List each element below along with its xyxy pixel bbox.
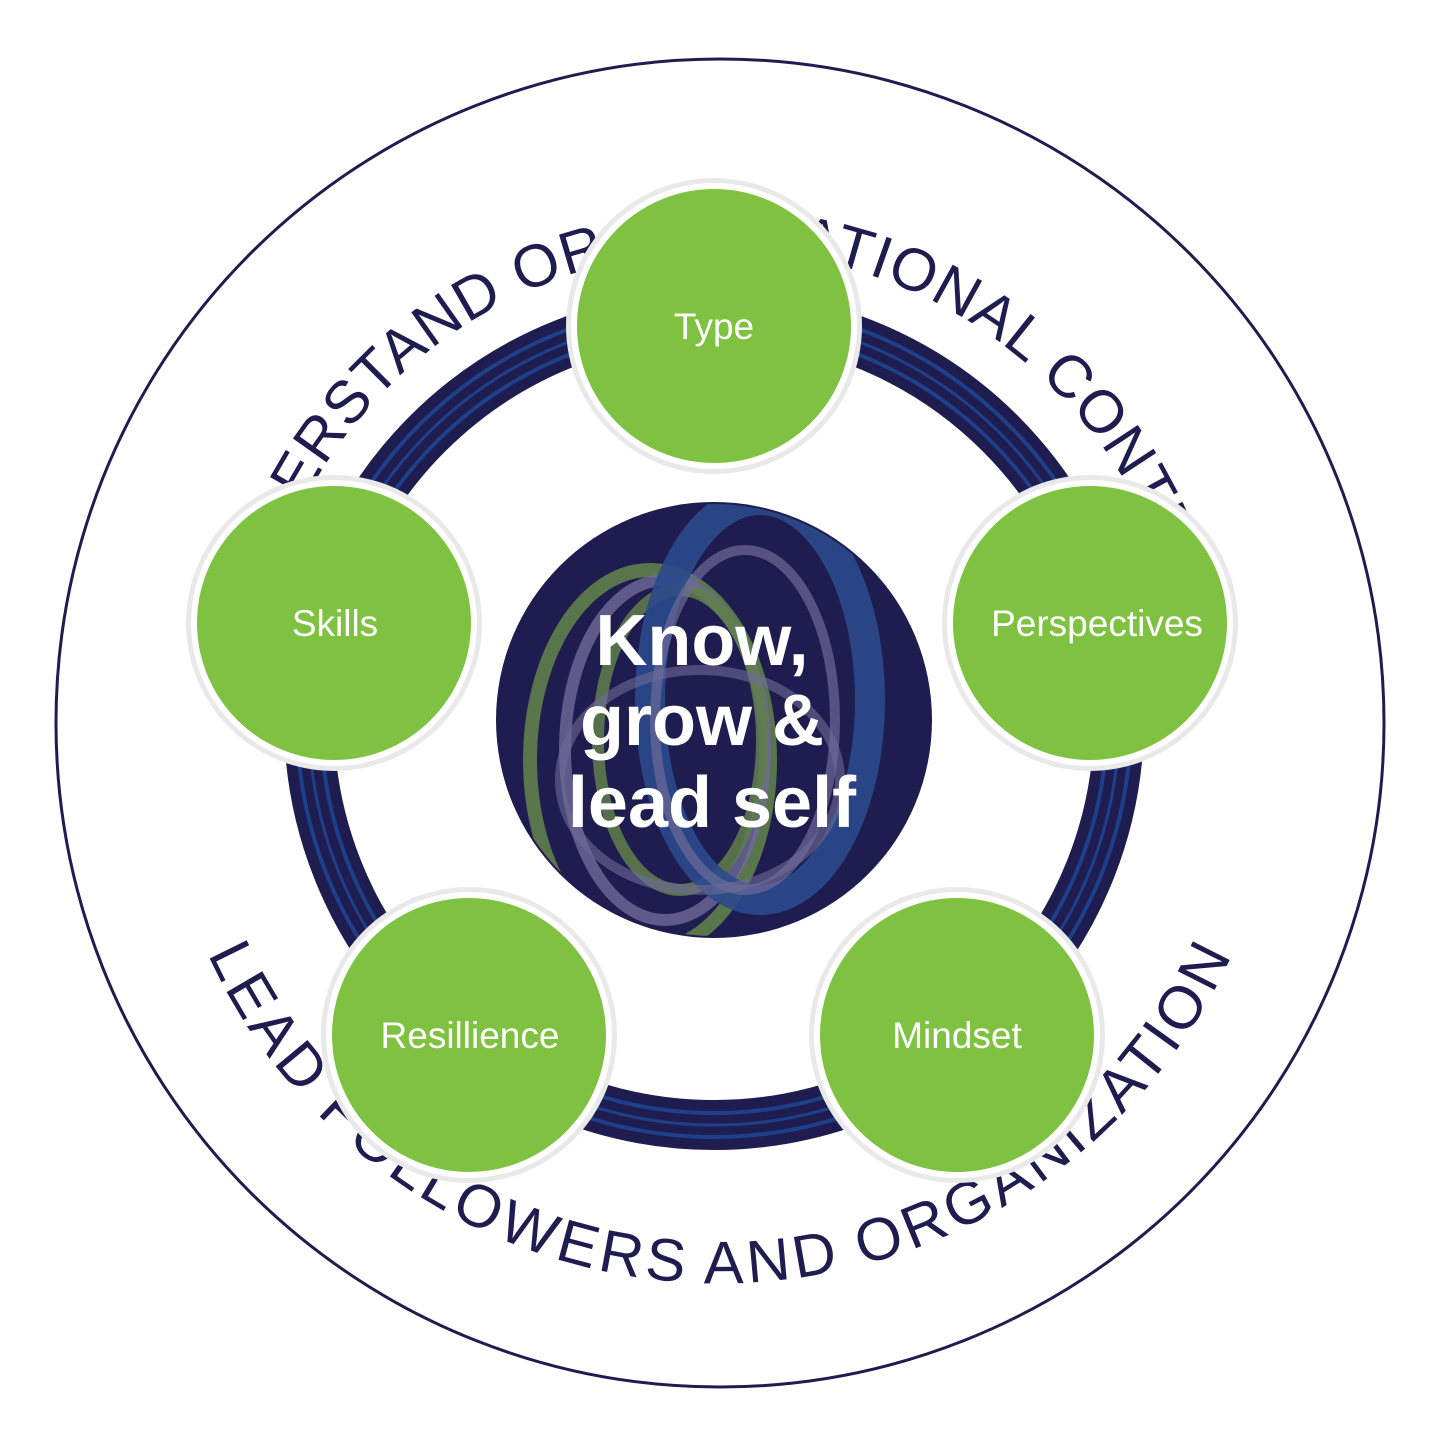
- node-resillience: Resillience: [321, 887, 617, 1183]
- node-mindset: Mindset: [809, 887, 1105, 1183]
- node-skills: Skills: [186, 475, 482, 771]
- node-skills-label: Skills: [292, 603, 378, 644]
- node-type: Type: [566, 178, 862, 474]
- core-circle-group: Know, grow & lead self: [496, 500, 932, 950]
- core-line-3: lead self: [568, 763, 857, 843]
- core-line-2: grow &: [580, 681, 824, 761]
- core-text: Know, grow & lead self: [568, 601, 857, 843]
- core-line-1: Know,: [595, 601, 808, 681]
- node-perspectives: Perspectives: [942, 475, 1238, 771]
- node-mindset-label: Mindset: [892, 1015, 1022, 1056]
- node-perspectives-label: Perspectives: [991, 603, 1203, 644]
- node-resillience-label: Resillience: [381, 1015, 560, 1056]
- node-type-label: Type: [674, 306, 754, 347]
